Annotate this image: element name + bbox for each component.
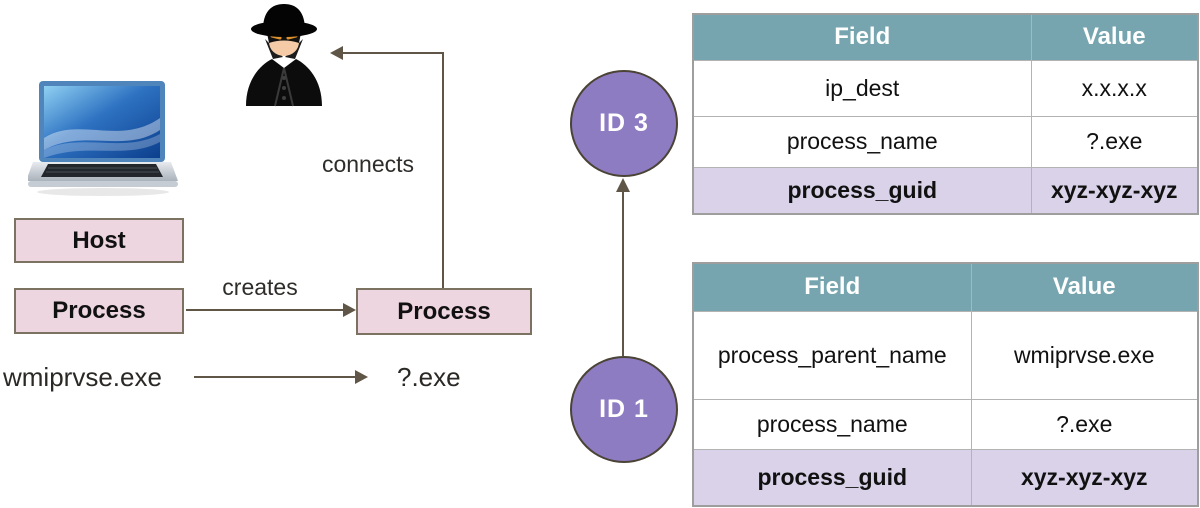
host-label: Host xyxy=(72,226,126,254)
connects-arrowhead xyxy=(330,46,343,60)
table-row: process_name ?.exe xyxy=(692,398,1199,450)
table-row-highlighted: process_guid xyz-xyz-xyz xyxy=(692,448,1199,507)
value-cell: ?.exe xyxy=(970,398,1199,450)
source-process-box: Process xyxy=(14,288,184,334)
table-row-highlighted: process_guid xyz-xyz-xyz xyxy=(692,166,1199,215)
id-link-line xyxy=(622,190,624,356)
field-cell: process_parent_name xyxy=(692,310,972,400)
id3-node: ID 3 xyxy=(570,70,678,177)
table-header-row: Field Value xyxy=(692,13,1199,61)
spy-icon xyxy=(236,2,332,108)
process-event-table: Field Value process_parent_name wmiprvse… xyxy=(692,262,1199,507)
table-header-row: Field Value xyxy=(692,262,1199,312)
value-cell: ?.exe xyxy=(1030,115,1199,168)
field-cell: process_name xyxy=(692,115,1032,168)
field-header: Field xyxy=(692,13,1032,61)
creates-arrowhead xyxy=(343,303,356,317)
parent-child-arrow-line xyxy=(194,376,355,378)
field-cell: ip_dest xyxy=(692,59,1032,117)
table-row: ip_dest x.x.x.x xyxy=(692,59,1199,117)
target-process-label: Process xyxy=(397,297,491,325)
host-box: Host xyxy=(14,218,184,263)
id1-label: ID 1 xyxy=(599,395,649,423)
connects-arrow-vertical-segment xyxy=(442,52,444,289)
parent-process-name: wmiprvse.exe xyxy=(3,362,162,392)
laptop-icon xyxy=(26,80,178,196)
field-cell: process_name xyxy=(692,398,972,450)
connects-arrow-horizontal-segment xyxy=(342,52,444,54)
source-process-label: Process xyxy=(52,297,146,324)
id1-node: ID 1 xyxy=(570,356,678,463)
value-cell: xyz-xyz-xyz xyxy=(1030,166,1199,215)
value-cell: xyz-xyz-xyz xyxy=(970,448,1199,507)
value-header: Value xyxy=(970,262,1199,312)
creates-arrow-line xyxy=(186,309,343,311)
id-link-arrowhead xyxy=(616,178,630,192)
table-row: process_parent_name wmiprvse.exe xyxy=(692,310,1199,400)
connects-edge-label: connects xyxy=(321,151,415,177)
parent-child-arrowhead xyxy=(355,370,368,384)
id3-label: ID 3 xyxy=(599,109,649,137)
network-event-table: Field Value ip_dest x.x.x.x process_name… xyxy=(692,13,1199,215)
field-header: Field xyxy=(692,262,972,312)
field-cell: process_guid xyxy=(692,166,1032,215)
value-cell: wmiprvse.exe xyxy=(970,310,1199,400)
value-cell: x.x.x.x xyxy=(1030,59,1199,117)
table-row: process_name ?.exe xyxy=(692,115,1199,168)
target-process-box: Process xyxy=(356,288,532,335)
field-cell: process_guid xyxy=(692,448,972,507)
child-process-name: ?.exe xyxy=(397,362,461,392)
value-header: Value xyxy=(1030,13,1199,61)
creates-edge-label: creates xyxy=(222,274,298,300)
